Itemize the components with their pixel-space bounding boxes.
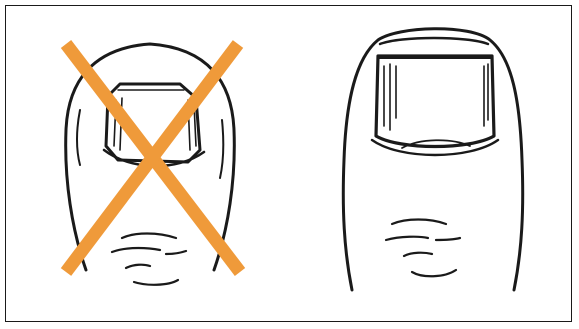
- nail-texture: [384, 64, 488, 130]
- finger-shade-left: [77, 110, 80, 165]
- finger-straight-nail-icon: [343, 29, 522, 290]
- knuckle-crease-4: [126, 265, 150, 268]
- finger-shade-right: [220, 120, 223, 178]
- finger-outline: [343, 29, 522, 290]
- knuckle-crease-5: [134, 280, 178, 285]
- knuckle-crease-5: [412, 270, 456, 276]
- knuckle-crease-3: [436, 238, 460, 240]
- nail-plate: [376, 56, 494, 147]
- finger-tip-line: [380, 38, 488, 44]
- knuckle-crease-2: [386, 237, 428, 240]
- x-mark-icon: [66, 44, 240, 272]
- knuckle-crease-2: [112, 248, 160, 252]
- knuckle-crease-1: [392, 220, 446, 225]
- knuckle-crease-1: [122, 234, 176, 239]
- knuckle-crease-4: [404, 253, 432, 256]
- knuckle-crease-3: [166, 251, 186, 254]
